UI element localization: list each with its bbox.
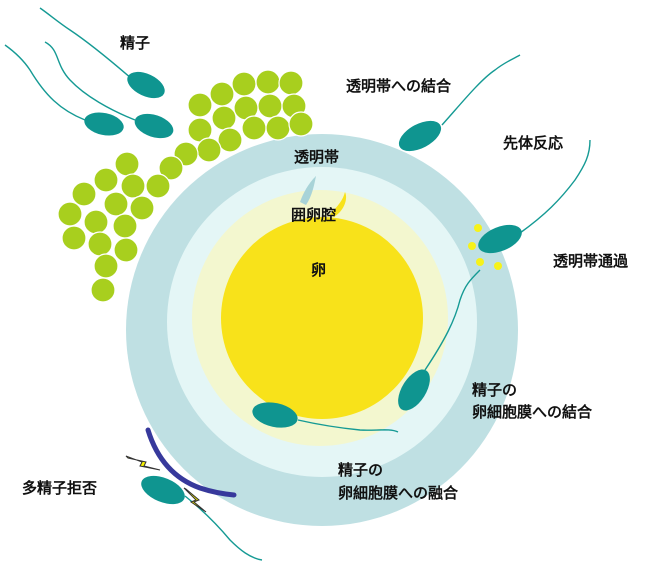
- cumulus-cell: [197, 138, 221, 162]
- cumulus-cell: [218, 128, 242, 152]
- cumulus-cell: [62, 226, 86, 250]
- label-zona-binding: 透明帯への結合: [346, 77, 452, 95]
- acrosome-dot: [494, 262, 502, 270]
- cumulus-cell: [279, 71, 303, 95]
- lightning-icon: [126, 456, 160, 470]
- sperm-tail: [40, 8, 132, 79]
- cumulus-cell: [114, 238, 138, 262]
- label-perivitelline-space: 囲卵腔: [291, 206, 336, 224]
- acrosome-dot: [468, 242, 476, 250]
- cumulus-cell: [210, 82, 234, 106]
- cumulus-cell: [91, 278, 115, 302]
- cumulus-cell: [88, 232, 112, 256]
- cumulus-cell: [104, 192, 128, 216]
- cumulus-cell: [94, 168, 118, 192]
- acrosome-dot: [474, 224, 482, 232]
- cumulus-cell: [94, 254, 118, 278]
- label-polyspermy-block: 多精子拒否: [22, 479, 97, 497]
- cumulus-cell: [256, 70, 280, 94]
- cumulus-cell: [258, 94, 282, 118]
- acrosome-dot: [476, 258, 484, 266]
- cumulus-cell: [72, 182, 96, 206]
- cumulus-cell: [115, 152, 139, 176]
- label-zona-pellucida: 透明帯: [294, 148, 339, 166]
- cumulus-cell: [113, 214, 137, 238]
- cumulus-cell: [84, 210, 108, 234]
- cumulus-cell: [58, 202, 82, 226]
- cumulus-cell: [242, 116, 266, 140]
- lightning-icon: [184, 488, 206, 512]
- sperm-tail: [45, 42, 135, 120]
- label-zona-penetration: 透明帯通過: [553, 252, 629, 270]
- sperm-tail: [442, 55, 520, 125]
- label-membrane-fusion-line1: 精子の: [338, 461, 383, 479]
- cumulus-cell: [266, 116, 290, 140]
- sperm-head: [123, 67, 169, 104]
- sperm-head: [132, 109, 177, 142]
- egg-cell: [221, 217, 423, 419]
- label-acrosome-reaction: 先体反応: [503, 134, 563, 152]
- sperm-tail: [520, 140, 590, 233]
- cumulus-cell: [146, 174, 170, 198]
- label-egg: 卵: [311, 261, 326, 279]
- cumulus-cell: [121, 174, 145, 198]
- cumulus-cell: [232, 72, 256, 96]
- cumulus-cell: [289, 112, 313, 136]
- label-membrane-fusion-line2: 卵細胞膜への融合: [338, 484, 459, 502]
- cumulus-cell: [188, 93, 212, 117]
- label-membrane-binding-line2: 卵細胞膜への結合: [472, 403, 593, 421]
- cumulus-cell: [212, 106, 236, 130]
- cumulus-cell: [130, 196, 154, 220]
- label-membrane-binding-line1: 精子の: [472, 381, 517, 399]
- label-sperm: 精子: [120, 34, 150, 52]
- sperm-head: [394, 115, 446, 158]
